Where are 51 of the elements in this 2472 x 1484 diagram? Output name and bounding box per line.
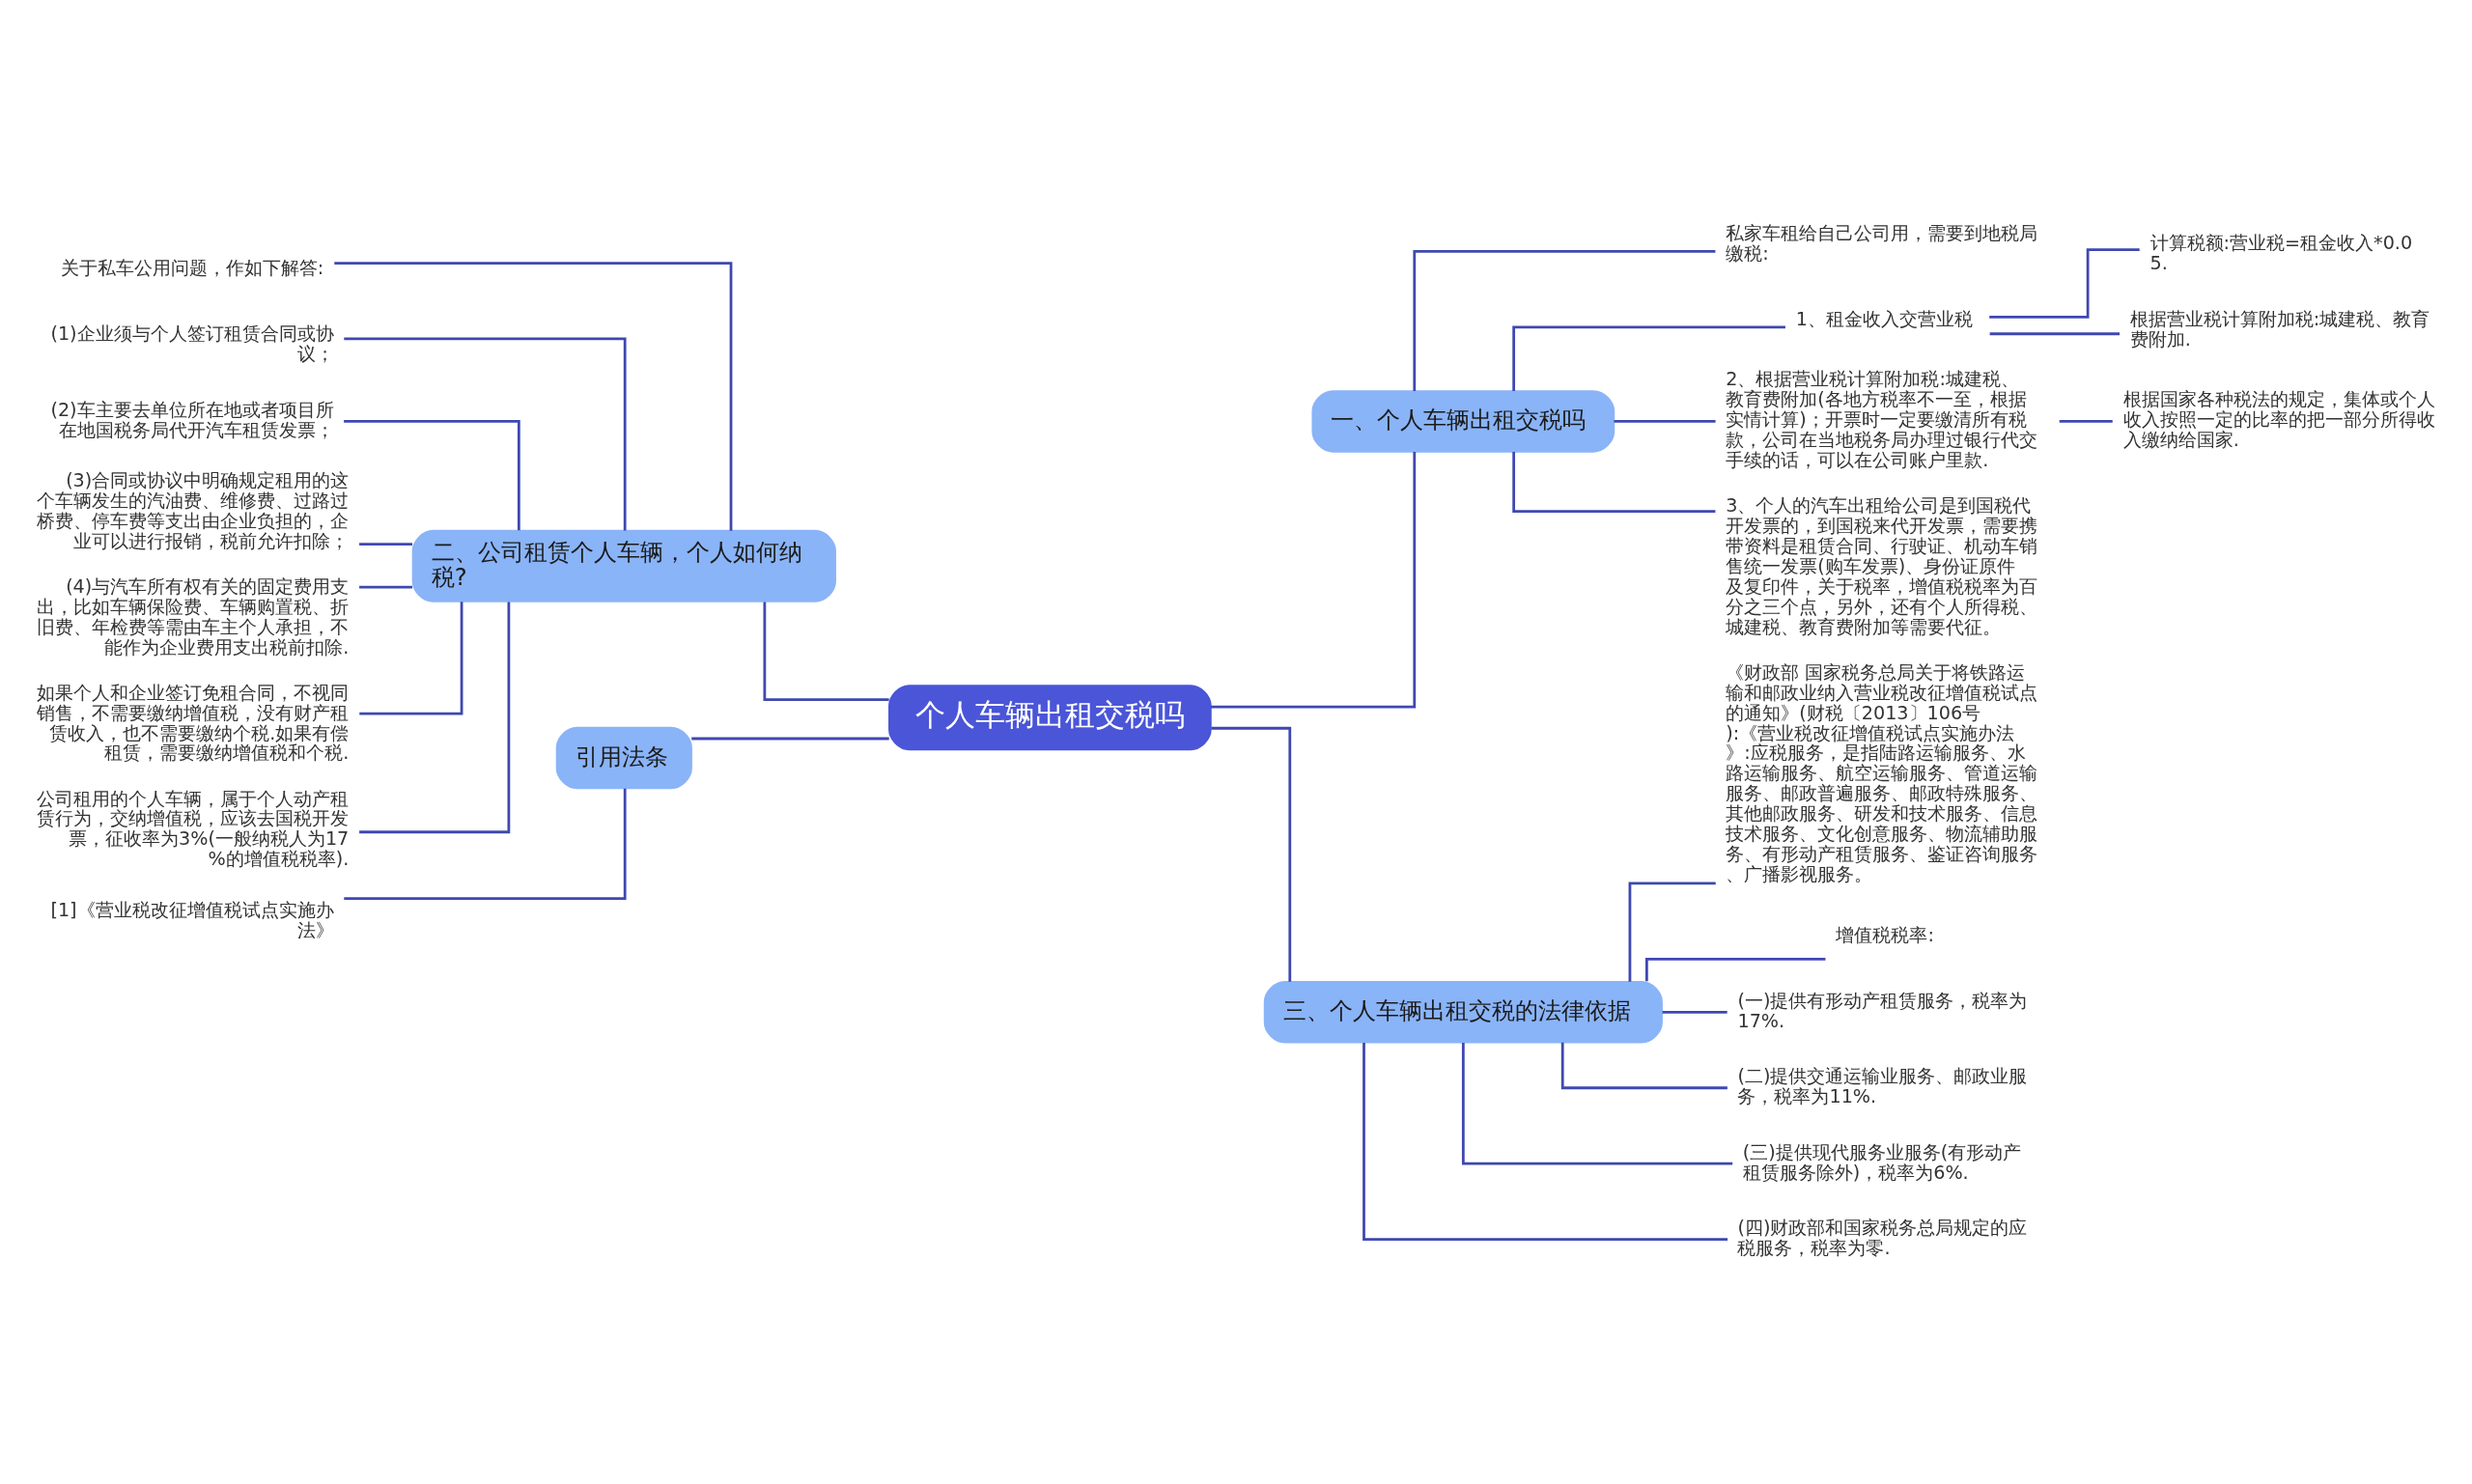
node-text: (4)与汽车所有权有关的固定费用支出，比如车辆保险费、车辆购置税、折旧费、年检费等需由车主个人承担，不能作为企业费用支出税前扣除. (37, 574, 350, 658)
connector (1211, 452, 1417, 709)
node-text: 公司租用的个人车辆，属于个人动产租赁行为，交纳增值税，应该去国税开发票，征收率为3%(一般纳税人为17%的增值税税率). (37, 787, 350, 871)
node-text: 3、个人的汽车出租给公司是到国税代开发票的，到国税来代开发票，需要携带资料是租赁合同、行驶证、机动车销售统一发票(购车发票)、身份证原件及复印件，关于税率，增值税税率为百分之三个点，另外，还有个人所得税、城建税、教育费附加等需要代征。 (1726, 494, 2038, 638)
node-box: 三、个人车辆出租交税的法律依据 (1263, 981, 1663, 1044)
node-text: (四)财政部和国家税务总局规定的应税服务，税率为零. (1737, 1217, 2028, 1259)
node-text: 2、根据营业税计算附加税:城建税、教育费附加(各地方税率不一至，根据实情计算)；开票时一定要缴清所有税款，公司在当地税务局办理过银行代交手续的话，可以在公司账户里款. (1726, 368, 2038, 472)
node-text: 1、租金收入交营业税 (1795, 307, 1973, 330)
node-text: (3)合同或协议中明确规定租用的这个车辆发生的汽油费、维修费、过路过桥费、停车费等支出由企业负担的，企业可以进行报销，税前允许扣除； (37, 469, 350, 552)
connector (1512, 451, 1716, 514)
connector (359, 585, 412, 589)
node-text: (一)提供有形动产租赁服务，税率为17%. (1737, 989, 2028, 1032)
node-text: 根据营业税计算附加税:城建税、教育费附加. (2129, 307, 2430, 350)
connector (1362, 1043, 1728, 1242)
node-text: 私家车租给自己公司用，需要到地税局缴税: (1726, 221, 2038, 265)
connector (691, 737, 889, 741)
node-text: (三)提供现代服务业服务(有形动产租赁服务除外)，税率为6%. (1742, 1140, 2022, 1184)
node-box: 二、公司租赁个人车辆，个人如何纳税? (411, 529, 836, 602)
connector (359, 602, 464, 715)
connector (359, 543, 412, 546)
connector (1461, 1043, 1733, 1165)
node-text: (2)车主要去单位所在地或者项目所在地国税务局代开汽车租赁发票； (50, 398, 334, 441)
node-text: 增值税税率: (1836, 923, 1934, 946)
connector (334, 262, 733, 531)
connector (763, 602, 889, 701)
node-text: 计算税额:营业税=租金收入*0.05. (2149, 232, 2413, 275)
node-text: (二)提供交通运输业服务、邮政业服务，税率为11%. (1737, 1065, 2028, 1108)
connector (2059, 420, 2113, 423)
connector (344, 337, 627, 531)
node-text: (1)企业须与个人签订租赁合同或协议； (50, 322, 334, 366)
node-text: 根据国家各种税法的规定，集体或个人收入按照一定的比率的把一部分所得收入缴纳给国家. (2122, 388, 2435, 452)
connector (1628, 882, 1716, 982)
node-text: [1]《营业税改征增值税试点实施办法》 (50, 898, 334, 941)
connector (1413, 249, 1716, 391)
connector (344, 788, 627, 901)
connector (1662, 1010, 1728, 1014)
node-box: 一、个人车辆出租交税吗 (1311, 390, 1615, 453)
node-box: 个人车辆出租交税吗 (888, 685, 1212, 751)
connector (359, 602, 511, 834)
node-text: 《财政部 国家税务总局关于将铁路运输和邮政业纳入营业税改征增值税试点的通知》(财税〔2013〕106号):《营业税改征增值税试点实施办法》:应税服务，是指陆路运输服务、水路运输服务、航空运输服务、管道运输服务、邮政普遍服务、邮政特殊服务、其他邮政服务、研发和技术服务、信息技术服务、文化创意服务、物流辅助服务、有形动产租赁服务、鉴证咨询服务、广播影视服务。 (1726, 660, 2038, 885)
node-text: 关于私车公用问题，作如下解答: (60, 257, 324, 280)
connector (344, 420, 520, 531)
connector (1614, 420, 1716, 423)
connector (1989, 332, 2121, 336)
node-text: 如果个人和企业签订免租合同，不视同销售，不需要缴纳增值税，没有财产租赁收入，也不需要缴纳个税.如果有偿租赁，需要缴纳增值税和个税. (37, 681, 350, 765)
node-box: 引用法条 (555, 726, 692, 790)
connector (1989, 248, 2140, 319)
connector (1211, 726, 1292, 982)
connector (1560, 1042, 1728, 1090)
connector (1644, 958, 1826, 982)
connector (1512, 325, 1785, 391)
